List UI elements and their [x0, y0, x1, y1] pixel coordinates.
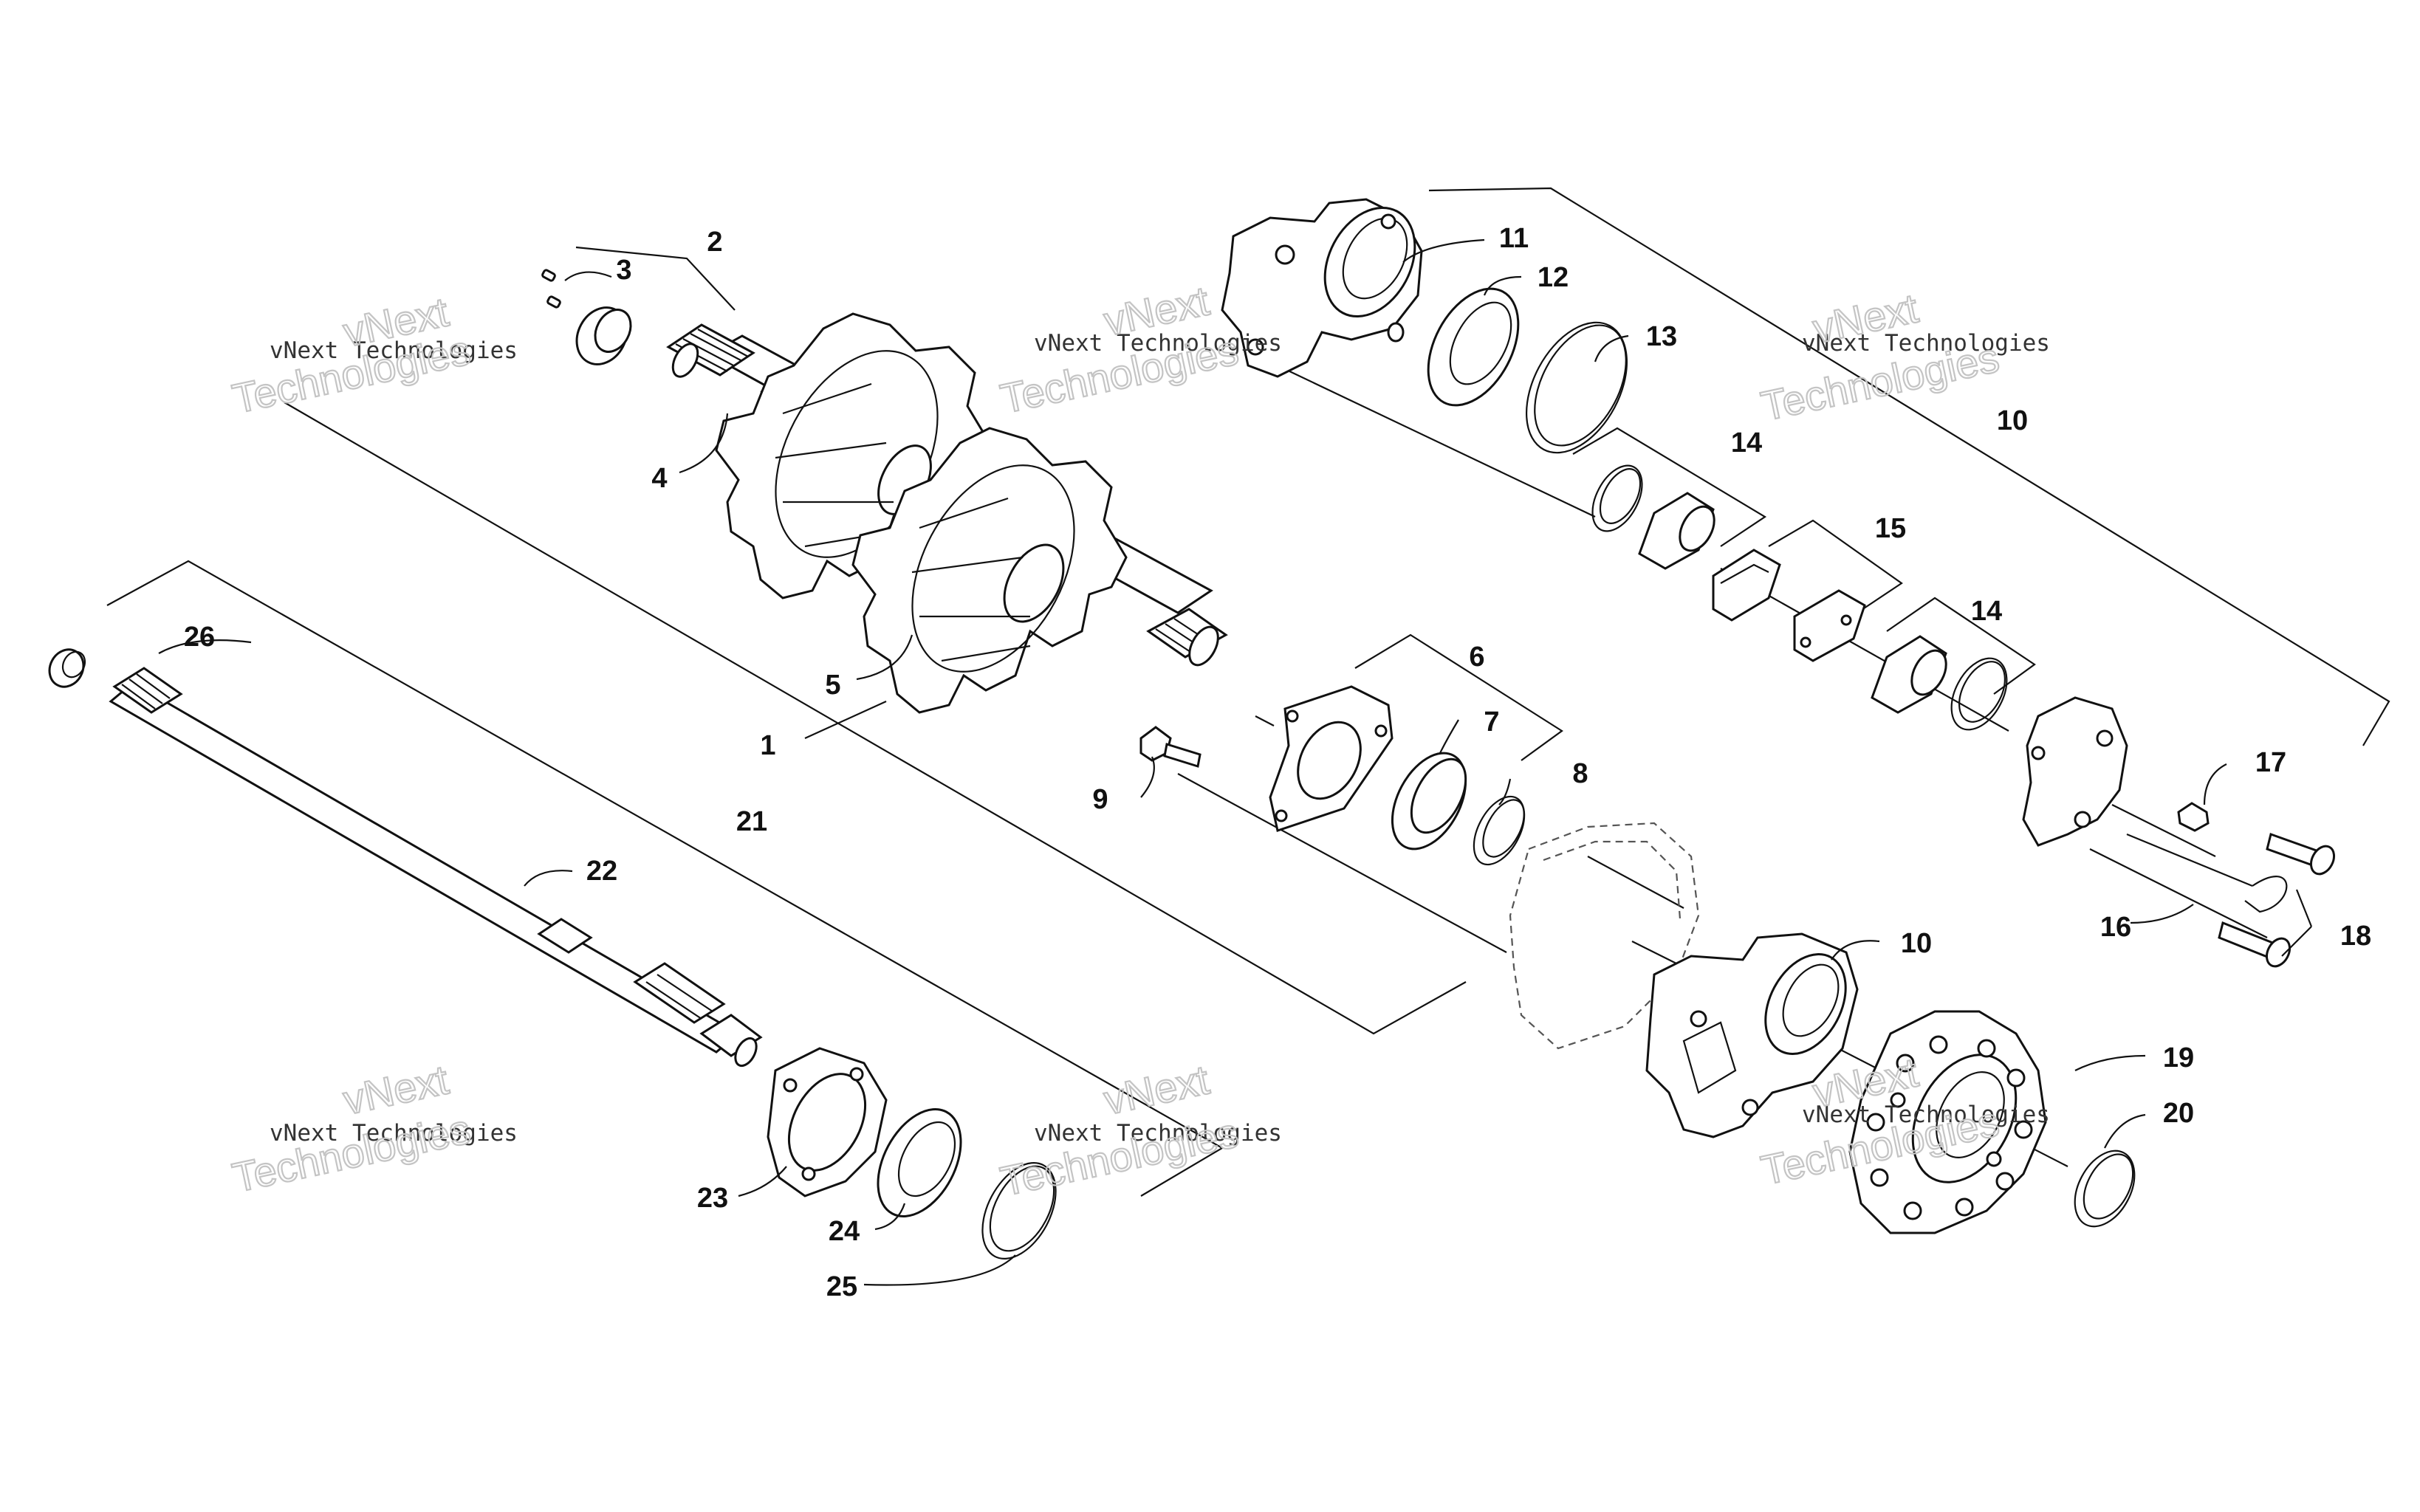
- watermark-line1: vNext: [1100, 1056, 1213, 1123]
- watermark-text: vNext Technologies: [1034, 1120, 1282, 1147]
- group-bracket-21: [106, 560, 1224, 1197]
- callout-25: 25: [826, 1271, 857, 1302]
- callout-24: 24: [829, 1216, 860, 1247]
- bearing-12: [1427, 287, 1520, 407]
- brake-pad-15-a: [1712, 549, 1781, 622]
- bearing-24: [877, 1108, 962, 1217]
- callout-8: 8: [1572, 758, 1588, 789]
- callout-14-upper: 14: [1731, 427, 1762, 458]
- callout-21: 21: [736, 806, 767, 837]
- group-bracket-10: [1428, 187, 2390, 746]
- brake-disc-dashed-outline: [1509, 822, 1700, 1050]
- snap-ring-13: [1525, 321, 1628, 454]
- seal-7: [1391, 752, 1467, 850]
- snap-ring-25: [981, 1162, 1057, 1260]
- callout-5: 5: [825, 670, 840, 701]
- callout-10-upper: 10: [1997, 405, 2028, 436]
- set-screw-pins: [541, 269, 561, 309]
- bolt-9: [1139, 726, 1202, 768]
- callout-4: 4: [651, 463, 667, 494]
- callout-15: 15: [1875, 513, 1906, 544]
- callout-18: 18: [2340, 921, 2371, 952]
- callout-23: 23: [697, 1183, 728, 1214]
- callout-leaders: [158, 238, 2313, 1286]
- circlip-20: [2074, 1150, 2136, 1228]
- snap-ring-8: [1473, 795, 1526, 866]
- brake-caliper-lower: [1645, 932, 1859, 1138]
- brake-disc-19: [1848, 1010, 2047, 1234]
- drive-sprocket-right: [851, 427, 1128, 714]
- callout-11: 11: [1499, 223, 1529, 254]
- group-bracket-14a: [1572, 427, 1767, 547]
- brake-caliper-half-right: [2022, 696, 2128, 847]
- bolt-18-upper: [2266, 833, 2336, 876]
- callout-9: 9: [1092, 784, 1108, 815]
- callout-labels: 1 2 3 4 5 6 7 8 9 10 10 11 12 13 14 14 1…: [184, 223, 2371, 1302]
- callout-10-lower: 10: [1901, 928, 1932, 959]
- end-cap-plug: [575, 306, 632, 365]
- bolt-18-lower: [2218, 921, 2292, 968]
- group-bracket-1: [284, 402, 1467, 1035]
- group-bracket-14b: [1886, 597, 2036, 695]
- o-ring-14-upper: [1591, 464, 1643, 532]
- callout-17: 17: [2255, 747, 2286, 778]
- callout-22: 22: [586, 856, 617, 887]
- callout-2: 2: [707, 227, 722, 258]
- brake-caliper-upper: [1221, 198, 1423, 378]
- brake-pad-15-b: [1793, 589, 1866, 662]
- jackshaft-22: [109, 667, 763, 1068]
- watermark-text: vNext Technologies: [1802, 330, 2050, 357]
- bearing-housing-23: [767, 1047, 888, 1197]
- piston-14-upper: [1638, 492, 1715, 570]
- group-bracket-15: [1768, 519, 1903, 614]
- group-bracket-6: [1354, 633, 1563, 761]
- bleeder-screw-17: [2177, 802, 2210, 832]
- piston-14-lower: [1871, 635, 1947, 714]
- callout-14-lower: 14: [1971, 596, 2002, 627]
- group-bracket-2: [575, 246, 736, 311]
- callout-1: 1: [760, 730, 775, 761]
- watermark-text: vNext Technologies: [270, 1120, 518, 1147]
- callout-13: 13: [1646, 321, 1677, 352]
- watermark-text: vNext Technologies: [270, 337, 518, 364]
- callout-20: 20: [2163, 1098, 2194, 1129]
- callout-3: 3: [616, 255, 631, 286]
- callout-19: 19: [2163, 1042, 2194, 1073]
- watermark-text: vNext Technologies: [1802, 1102, 2050, 1128]
- flange-plate: [1269, 685, 1394, 832]
- callout-16: 16: [2100, 912, 2131, 943]
- callout-12: 12: [1538, 262, 1569, 293]
- callout-26: 26: [184, 622, 215, 653]
- retaining-pin-16: [2126, 833, 2288, 913]
- o-ring-14-lower: [1950, 657, 2008, 731]
- callout-6: 6: [1469, 642, 1484, 673]
- callout-7: 7: [1484, 707, 1499, 738]
- watermark-text: vNext Technologies: [1034, 330, 1282, 357]
- plug-26: [48, 648, 86, 688]
- nipple-11: [1387, 322, 1405, 343]
